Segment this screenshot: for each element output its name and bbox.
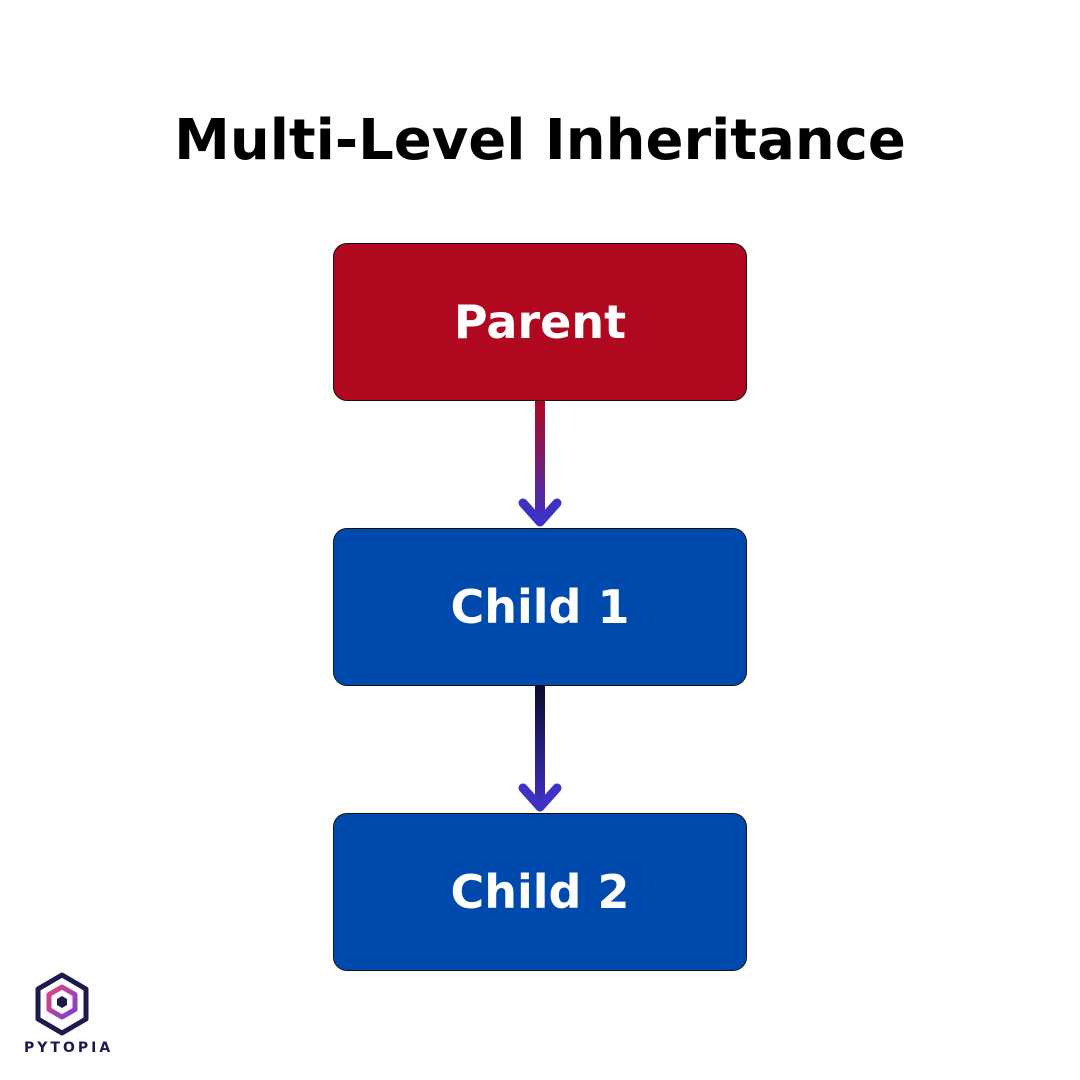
child1-node: Child 1 bbox=[333, 528, 747, 686]
arrow-parent-to-child1 bbox=[518, 401, 562, 527]
parent-node-label: Parent bbox=[453, 295, 627, 349]
page-title: Multi-Level Inheritance bbox=[174, 108, 906, 173]
pytopia-hexagon-logo-icon bbox=[35, 972, 89, 1036]
pytopia-logo: PYTOPIA bbox=[24, 972, 114, 1062]
child1-node-label: Child 1 bbox=[450, 580, 630, 634]
logo-wordmark: PYTOPIA bbox=[24, 1040, 114, 1056]
child2-node-label: Child 2 bbox=[450, 865, 630, 919]
arrow-child1-to-child2 bbox=[518, 686, 562, 812]
child2-node: Child 2 bbox=[333, 813, 747, 971]
parent-node: Parent bbox=[333, 243, 747, 401]
